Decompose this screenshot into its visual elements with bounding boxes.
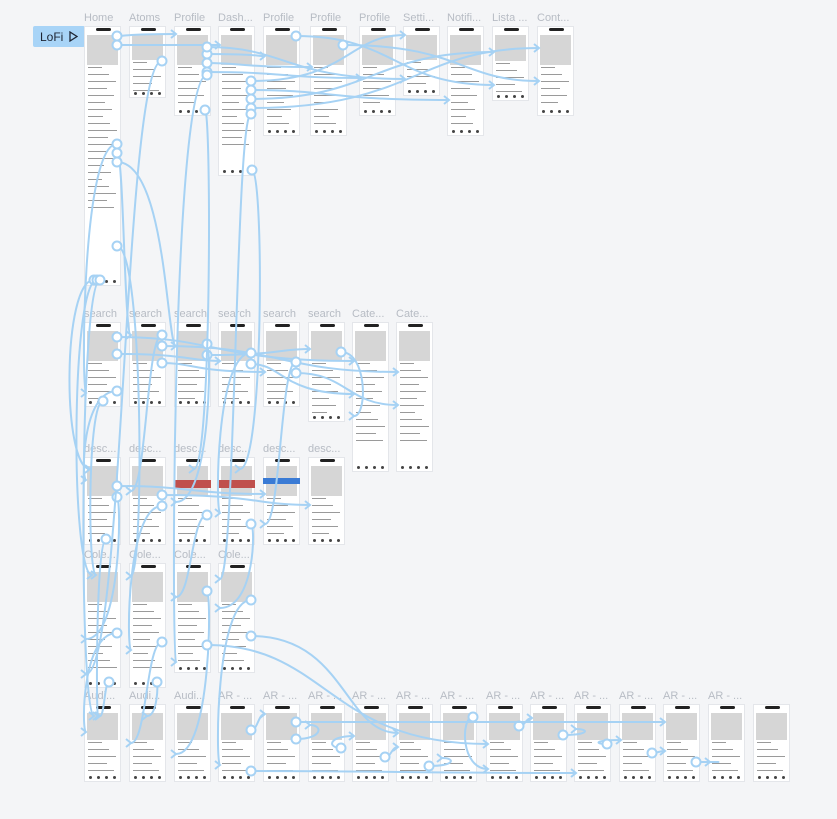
- frame-thumbnail[interactable]: [447, 26, 484, 136]
- frame-thumbnail[interactable]: [263, 704, 300, 782]
- frame-thumbnail[interactable]: [84, 26, 121, 286]
- frame-thumbnail[interactable]: [218, 322, 255, 407]
- frame-label[interactable]: Audi...: [174, 690, 206, 702]
- connection-line: [193, 109, 210, 470]
- frame-thumbnail[interactable]: [84, 563, 121, 688]
- frame-label[interactable]: Audi...: [84, 690, 116, 702]
- frame-thumbnail[interactable]: [129, 457, 166, 545]
- frame-label[interactable]: desc...: [263, 443, 296, 455]
- frame-thumbnail[interactable]: [530, 704, 567, 782]
- frame-label[interactable]: AR - ...: [218, 690, 253, 702]
- frame-label[interactable]: AR - ...: [308, 690, 343, 702]
- frame-label[interactable]: Home: [84, 12, 114, 24]
- frame-label[interactable]: search: [308, 308, 342, 320]
- frame-label[interactable]: search: [218, 308, 252, 320]
- frame-thumbnail[interactable]: [84, 704, 121, 782]
- frame-label[interactable]: Profile: [359, 12, 391, 24]
- frame-thumbnail[interactable]: [753, 704, 790, 782]
- frame-thumbnail[interactable]: [486, 704, 523, 782]
- frame-thumbnail[interactable]: [263, 26, 300, 136]
- frame-thumbnail[interactable]: [129, 563, 166, 688]
- frame-thumbnail[interactable]: [174, 563, 211, 673]
- frame-thumbnail[interactable]: [492, 26, 529, 101]
- frame-label[interactable]: desc...: [174, 443, 207, 455]
- frame-thumbnail[interactable]: [174, 704, 211, 782]
- frame-label[interactable]: search: [129, 308, 163, 320]
- frame-label[interactable]: Audi...: [129, 690, 161, 702]
- highlight-bar: [218, 480, 255, 488]
- frame-label[interactable]: search: [263, 308, 297, 320]
- frame-thumbnail[interactable]: [308, 322, 345, 422]
- frame-thumbnail[interactable]: [129, 704, 166, 782]
- frame-thumbnail[interactable]: [129, 322, 166, 407]
- frame-thumbnail[interactable]: [218, 704, 255, 782]
- frame-thumbnail[interactable]: [440, 704, 477, 782]
- flow-label: LoFi: [40, 29, 64, 44]
- frame-label[interactable]: Notifi...: [447, 12, 482, 24]
- frame-label[interactable]: Profile: [174, 12, 206, 24]
- frame-thumbnail[interactable]: [174, 457, 211, 545]
- frame-thumbnail[interactable]: [308, 457, 345, 545]
- frame-thumbnail[interactable]: [352, 704, 389, 782]
- frame-label[interactable]: search: [174, 308, 208, 320]
- frame-label[interactable]: Lista ...: [492, 12, 528, 24]
- frame-label[interactable]: Cole...: [129, 549, 161, 561]
- frame-thumbnail[interactable]: [310, 26, 347, 136]
- frame-label[interactable]: AR - ...: [574, 690, 609, 702]
- frame-thumbnail[interactable]: [218, 26, 255, 176]
- frame-thumbnail[interactable]: [619, 704, 656, 782]
- frame-label[interactable]: Cole...: [218, 549, 250, 561]
- frame-label[interactable]: Cont...: [537, 12, 570, 24]
- frame-thumbnail[interactable]: [396, 322, 433, 472]
- frame-label[interactable]: desc...: [84, 443, 117, 455]
- frame-label[interactable]: desc...: [218, 443, 251, 455]
- frame-thumbnail[interactable]: [174, 26, 211, 116]
- frame-thumbnail[interactable]: [308, 704, 345, 782]
- frame-thumbnail[interactable]: [708, 704, 745, 782]
- frame-label[interactable]: Setti...: [403, 12, 435, 24]
- frame-label[interactable]: AR - ...: [396, 690, 431, 702]
- frame-thumbnail[interactable]: [403, 26, 440, 96]
- frame-label[interactable]: desc...: [308, 443, 341, 455]
- frame-thumbnail[interactable]: [84, 322, 121, 407]
- frame-thumbnail[interactable]: [218, 563, 255, 673]
- frame-thumbnail[interactable]: [129, 26, 166, 98]
- frame-label[interactable]: search: [84, 308, 118, 320]
- frame-thumbnail[interactable]: [663, 704, 700, 782]
- frame-label[interactable]: Cate...: [396, 308, 429, 320]
- frame-label[interactable]: AR - ...: [708, 690, 743, 702]
- frame-thumbnail[interactable]: [218, 457, 255, 545]
- frame-label[interactable]: Profile: [310, 12, 342, 24]
- frame-label[interactable]: Cole...: [84, 549, 116, 561]
- frame-thumbnail[interactable]: [263, 322, 300, 407]
- frame-thumbnail[interactable]: [174, 322, 211, 407]
- frame-label[interactable]: AR - ...: [530, 690, 565, 702]
- frame-label[interactable]: Cate...: [352, 308, 385, 320]
- frame-label[interactable]: Profile: [263, 12, 295, 24]
- frame-thumbnail[interactable]: [352, 322, 389, 472]
- frame-label[interactable]: AR - ...: [263, 690, 298, 702]
- frame-label[interactable]: AR - ...: [352, 690, 387, 702]
- frame-label[interactable]: AR - ...: [440, 690, 475, 702]
- frame-label[interactable]: Dash...: [218, 12, 253, 24]
- frame-thumbnail[interactable]: [537, 26, 574, 116]
- frame-label[interactable]: Atoms: [129, 12, 161, 24]
- frame-label[interactable]: AR - ...: [663, 690, 698, 702]
- frame-label[interactable]: AR - ...: [619, 690, 654, 702]
- flow-start-button[interactable]: LoFi: [33, 26, 85, 47]
- frame-thumbnail[interactable]: [263, 457, 300, 545]
- frame-thumbnail[interactable]: [574, 704, 611, 782]
- frame-thumbnail[interactable]: [396, 704, 433, 782]
- highlight-bar: [263, 478, 300, 484]
- highlight-bar: [174, 480, 211, 488]
- play-icon: [69, 31, 79, 42]
- frame-thumbnail[interactable]: [359, 26, 396, 116]
- frame-thumbnail[interactable]: [84, 457, 121, 545]
- frame-label[interactable]: AR - ...: [486, 690, 521, 702]
- frame-label[interactable]: Cole...: [174, 549, 206, 561]
- frame-label[interactable]: desc...: [129, 443, 162, 455]
